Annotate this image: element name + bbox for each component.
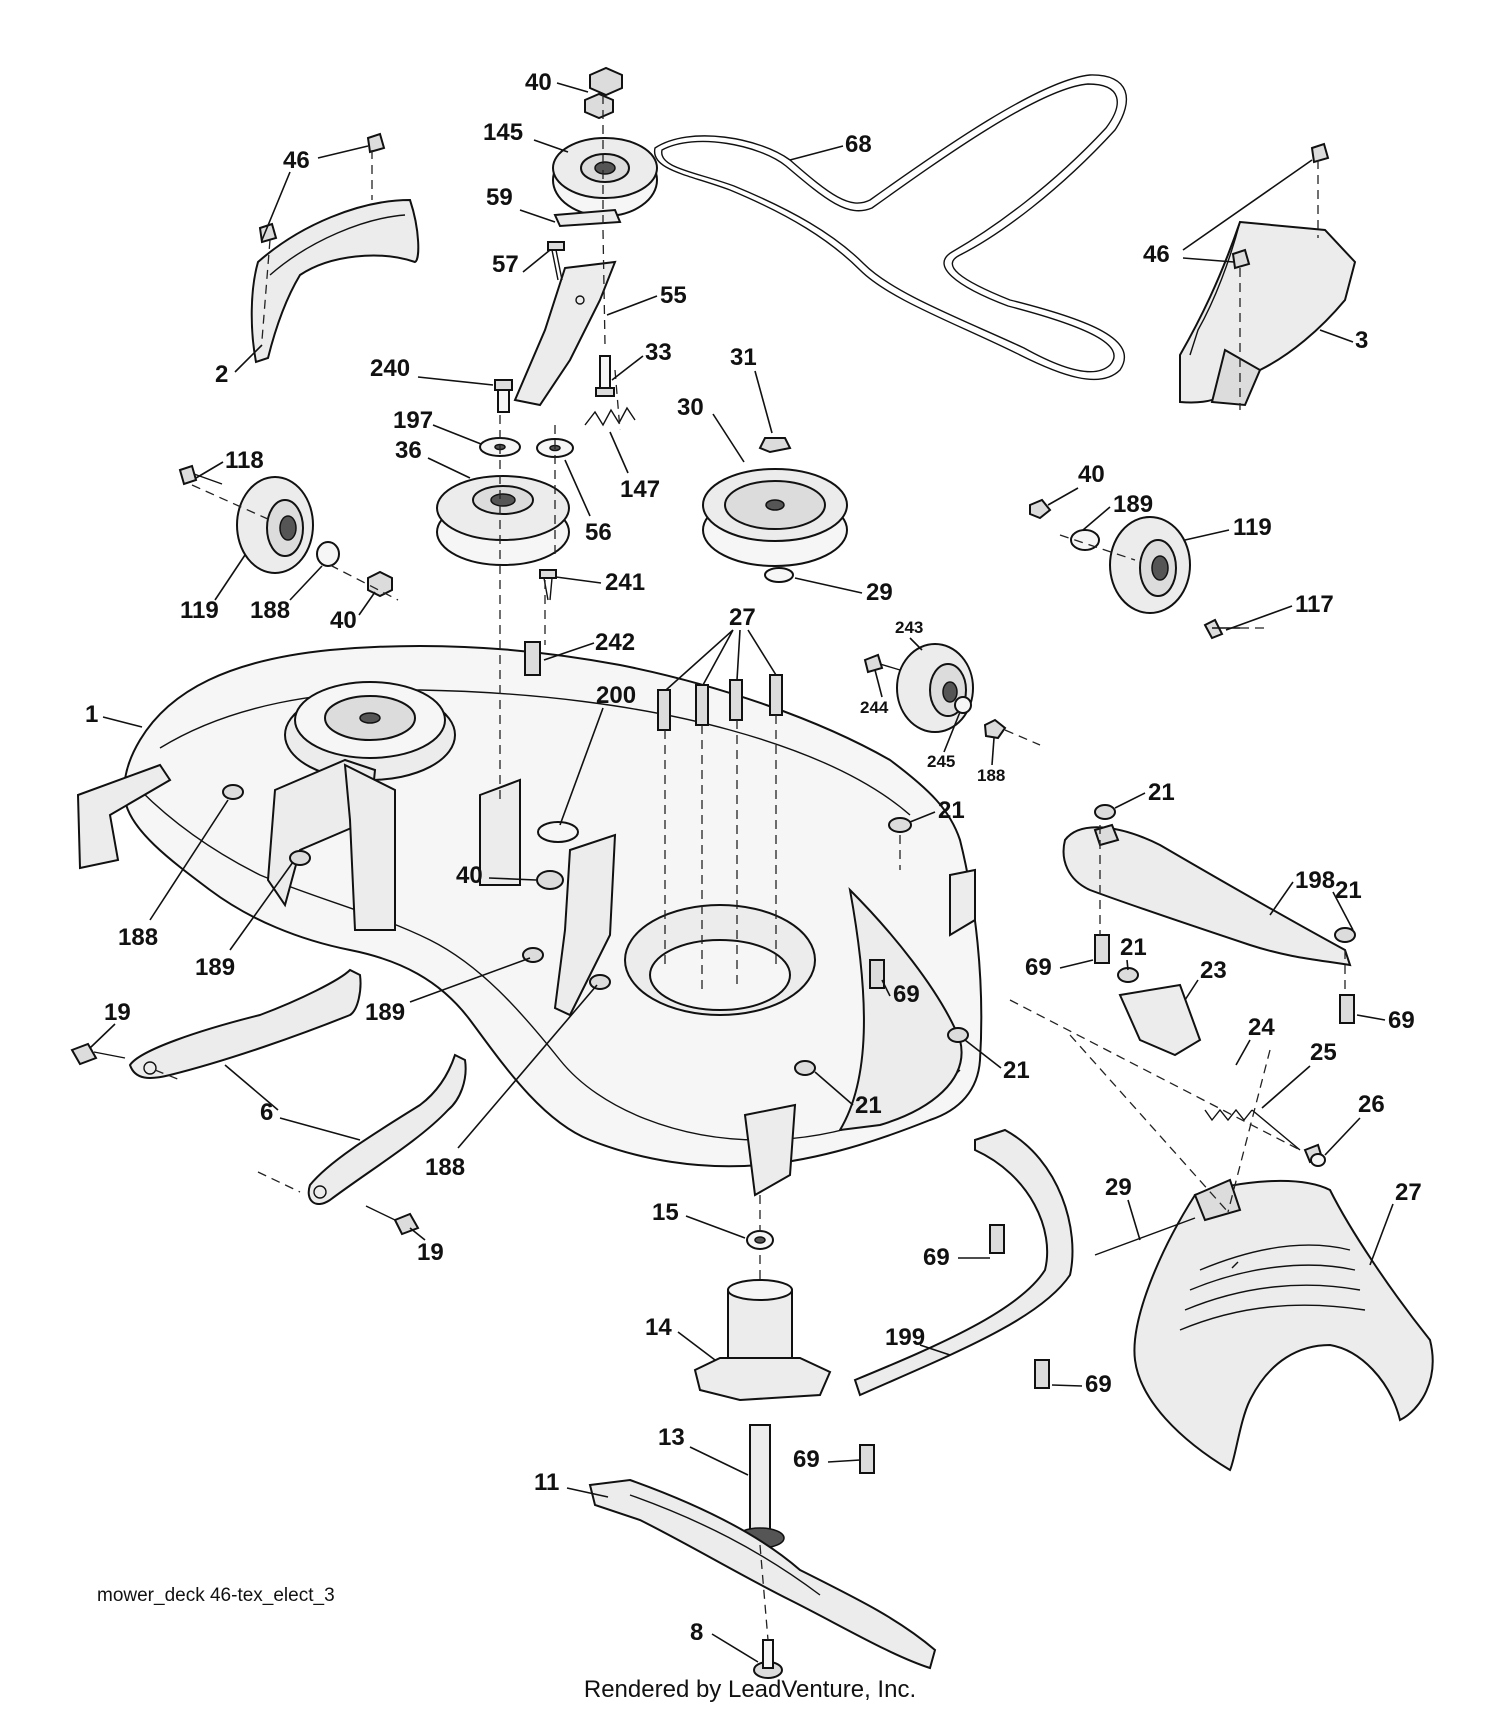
callout-21-f: 21 [1120,934,1147,961]
spindle-assembly [693,1230,832,1549]
callout-69-c: 69 [1388,1007,1415,1034]
callout-69-e: 69 [1085,1371,1112,1398]
callout-116-left: 118 [225,447,264,474]
callout-25: 25 [1310,1039,1337,1066]
callout-198: 198 [1295,867,1335,894]
belt-shield-left [250,198,420,364]
callout-244: 244 [860,698,889,717]
callout-23: 23 [1200,957,1227,984]
callout-34: 33 [645,339,672,366]
lift-links [70,968,467,1236]
hardware-small [222,66,1356,1474]
callout-119-right: 189 [1113,491,1153,518]
callout-3: 3 [1355,327,1368,354]
callout-68: 68 [845,131,872,158]
callout-245: 245 [927,752,955,771]
deflector-spring [1118,983,1324,1164]
callout-40-top: 40 [525,69,552,96]
callout-40-right: 40 [1078,461,1105,488]
callout-188-left: 188 [118,924,158,951]
callout-119-left: 188 [250,597,290,624]
callout-199: 199 [885,1324,925,1351]
anti-scalp-roller [863,643,1007,740]
callout-6: 6 [260,1099,273,1126]
callout-117-left: 119 [180,597,219,624]
washers [479,437,574,458]
callouts: 40 145 59 57 55 33 240 197 36 147 56 31 … [85,69,1422,1663]
callout-145: 145 [483,119,523,146]
callout-8: 8 [690,1619,703,1646]
callout-69-d: 69 [923,1244,950,1271]
callout-241: 241 [605,569,645,596]
deflector-rod [1094,1217,1196,1256]
callout-21-b: 21 [1003,1057,1030,1084]
drive-belt [654,74,1128,381]
callout-1: 1 [85,701,98,728]
blade-bolt [753,1639,783,1679]
idler-pulley-lower [436,475,570,566]
callout-27: 27 [1395,1179,1422,1206]
callout-19-bottom: 19 [417,1239,444,1266]
callout-147: 147 [620,476,660,503]
baffle-199 [853,1128,1074,1397]
callout-13: 13 [658,1424,685,1451]
callout-46-left: 46 [283,147,310,174]
callout-15: 15 [652,1199,679,1226]
callout-21-c: 21 [855,1092,882,1119]
callout-40-left: 40 [330,607,357,634]
callout-118: 188 [977,766,1005,785]
callout-31: 29 [866,579,893,606]
callout-36: 36 [395,437,422,464]
gauge-wheel-left [178,464,393,598]
callout-2: 2 [215,361,228,388]
callout-243: 243 [895,618,923,637]
gauge-wheel-right [1029,498,1240,640]
callout-55: 55 [660,282,687,309]
callout-46-right: 46 [1143,241,1170,268]
bolts-upper [494,241,615,601]
callout-26: 26 [1358,1091,1385,1118]
callout-59: 59 [486,184,513,211]
callout-189-mid: 189 [365,999,405,1026]
deck-brackets [76,758,976,1197]
callout-33: 31 [730,344,757,371]
diagram-id-label: mower_deck 46-tex_elect_3 [97,1585,335,1606]
mower-blade [588,1478,937,1670]
callout-56: 56 [585,519,612,546]
callout-69-f: 69 [793,1446,820,1473]
rendered-by-credit: Rendered by LeadVenture, Inc. [583,1676,917,1703]
discharge-deflector [1133,1178,1434,1472]
callout-21-e: 21 [1335,877,1362,904]
idler-arm [513,208,622,407]
callout-11: 11 [534,1469,559,1496]
callout-29: 29 [1105,1174,1132,1201]
callout-69-b: 69 [1025,954,1052,981]
callout-117-right: 119 [1233,514,1272,541]
callout-14: 14 [645,1314,672,1341]
callout-57: 57 [492,251,519,278]
callout-69-a: 69 [893,981,920,1008]
callout-24: 24 [1248,1014,1275,1041]
baffle-198 [1062,823,1352,967]
callout-197: 197 [393,407,433,434]
callout-116-right: 117 [1295,591,1334,618]
callout-21-a: 21 [938,797,965,824]
callout-32: 30 [677,394,704,421]
callout-30: 27 [729,604,756,631]
assembly-lines [154,95,1346,1641]
callout-188-mid: 188 [425,1154,465,1181]
callout-189-left: 189 [195,954,235,981]
idler-spring [584,406,636,427]
callout-200: 200 [596,682,636,709]
callout-40-mid: 40 [456,862,483,889]
callout-21-d: 21 [1148,779,1175,806]
belt-cover-right [1179,220,1357,407]
callout-240: 240 [370,355,410,382]
callout-19-top: 19 [104,999,131,1026]
spindle-pulley [702,437,848,583]
callout-242: 242 [595,629,635,656]
idler-pulley-upper [552,92,658,217]
